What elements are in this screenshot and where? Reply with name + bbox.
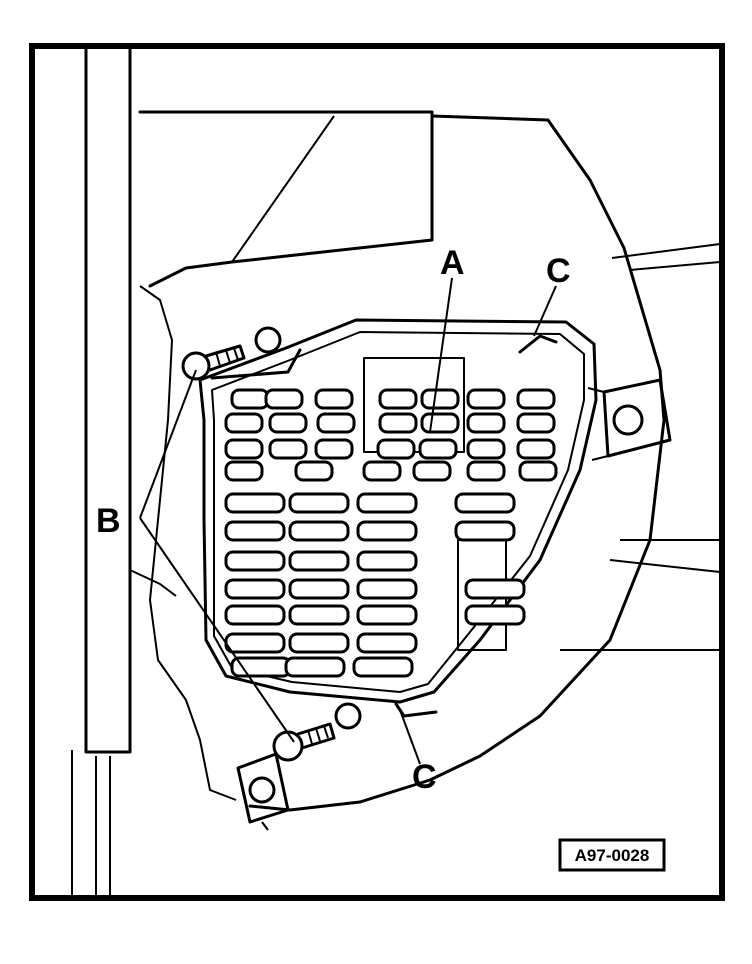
fuse-2-0	[224, 438, 264, 460]
bottom-left-mounting-bracket	[236, 702, 438, 831]
fuse-3-1	[294, 460, 334, 482]
fuse-4-0	[224, 492, 286, 514]
leader-lines	[139, 277, 557, 765]
callout-c-top: C	[546, 252, 571, 290]
fuse-6-2	[356, 550, 418, 572]
fuse-4-1	[288, 492, 350, 514]
callout-a: A	[440, 244, 465, 282]
callout-b: B	[96, 502, 121, 540]
fuse-4-3	[454, 492, 516, 514]
top-right-mounting-bracket	[518, 334, 672, 461]
fuse-7-0	[224, 578, 286, 600]
fuse-9-0	[224, 632, 286, 654]
fuse-0-3	[378, 388, 418, 410]
fuse-5-3	[454, 520, 516, 542]
fuse-1-4	[420, 412, 460, 434]
fuse-3-2	[362, 460, 402, 482]
fuse-0-0	[230, 388, 270, 410]
fuse-1-2	[316, 412, 356, 434]
fuse-6-1	[288, 550, 350, 572]
fuse-5-1	[288, 520, 350, 542]
reference-code-box	[558, 838, 666, 872]
fuse-2-6	[516, 438, 556, 460]
fuse-0-5	[466, 388, 506, 410]
fuse-2-2	[314, 438, 354, 460]
fuse-3-5	[518, 460, 558, 482]
fuse-4-2	[356, 492, 418, 514]
fuse-3-3	[412, 460, 452, 482]
fuse-8-3	[464, 604, 526, 626]
fuse-7-1	[288, 578, 350, 600]
fuse-5-2	[356, 520, 418, 542]
a-pillar-trim	[71, 46, 132, 896]
fuse-7-2	[356, 578, 418, 600]
fuse-1-0	[224, 412, 264, 434]
fuse-8-1	[288, 604, 350, 626]
fuse-3-4	[466, 460, 506, 482]
fuse-2-3	[376, 438, 416, 460]
fuse-0-6	[516, 388, 556, 410]
fuse-0-1	[264, 388, 304, 410]
fuse-2-4	[418, 438, 458, 460]
fuse-8-0	[224, 604, 286, 626]
fuse-0-2	[314, 388, 354, 410]
callout-c-bottom: C	[412, 758, 437, 796]
fuse-1-6	[516, 412, 556, 434]
fuse-9-1	[288, 632, 350, 654]
fuse-1-1	[268, 412, 308, 434]
fuse-10-0	[230, 656, 292, 678]
fuse-2-1	[268, 438, 308, 460]
fuse-grid	[224, 388, 558, 678]
fuse-1-3	[378, 412, 418, 434]
fuse-0-4	[420, 388, 460, 410]
fuse-6-0	[224, 550, 286, 572]
fuse-2-5	[466, 438, 506, 460]
fuse-1-5	[466, 412, 506, 434]
fuse-3-0	[224, 460, 264, 482]
fuse-8-2	[356, 604, 418, 626]
fuse-7-3	[464, 578, 526, 600]
side-panel-outline	[129, 110, 721, 812]
fuse-10-1	[284, 656, 346, 678]
fuse-9-2	[356, 632, 418, 654]
screw-top	[181, 326, 282, 381]
fuse-10-2	[352, 656, 414, 678]
fuse-5-0	[224, 520, 286, 542]
reference-code: A97-0028	[575, 846, 650, 865]
